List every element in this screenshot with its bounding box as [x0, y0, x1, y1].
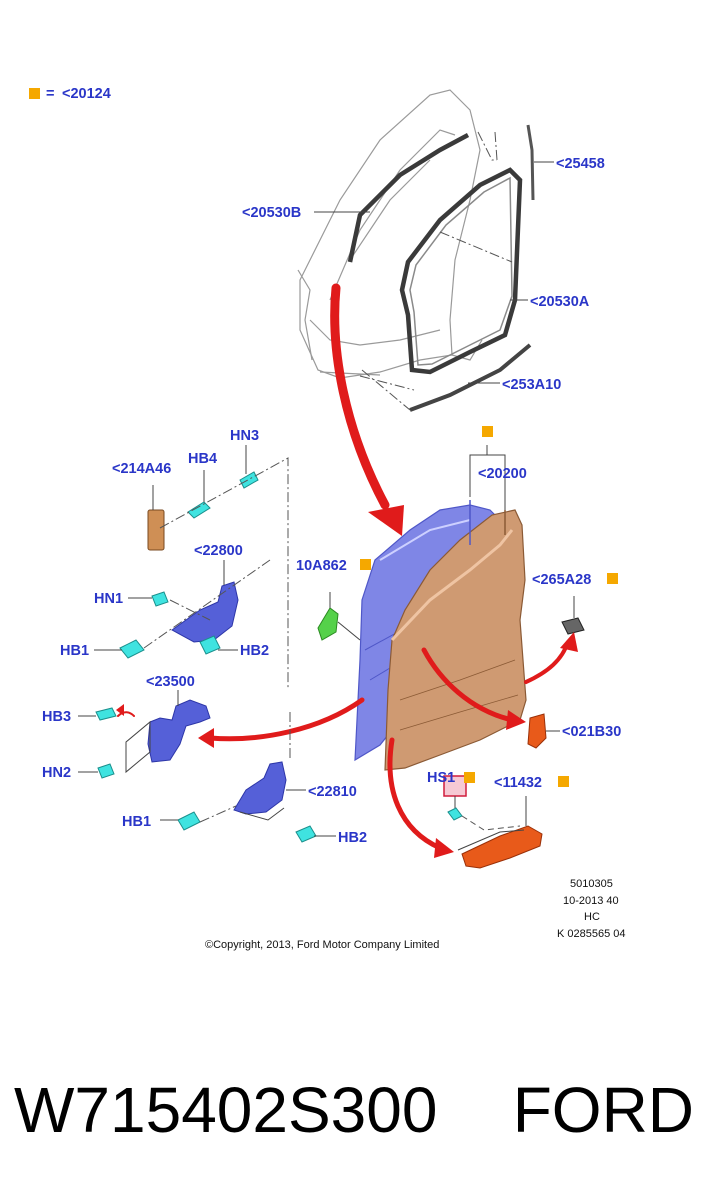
label-HB1-upper: HB1 [60, 643, 89, 659]
label-021B30: <021B30 [562, 724, 621, 740]
legend-swatch [29, 88, 40, 99]
hinge-22810 [233, 761, 287, 815]
label-HN1: HN1 [94, 591, 123, 607]
label-HS1: HS1 [427, 770, 455, 786]
screw-HS1 [447, 807, 463, 821]
label-214A46: <214A46 [112, 461, 171, 477]
part-number: W715402S300 [14, 1074, 438, 1146]
marker-HS1 [464, 772, 475, 783]
label-HB4: HB4 [188, 451, 217, 467]
label-23500: <23500 [146, 674, 195, 690]
label-HB3: HB3 [42, 709, 71, 725]
label-HB2-lower: HB2 [338, 830, 367, 846]
label-265A28: <265A28 [532, 572, 591, 588]
bolt-HB1-lower [177, 811, 201, 831]
label-25458: <25458 [556, 156, 605, 172]
door-assembly-20200 [354, 500, 527, 771]
meta-line-1: 5010305 [570, 878, 613, 890]
bolt-HB4 [187, 501, 211, 519]
label-22800: <22800 [194, 543, 243, 559]
marker-20200 [482, 426, 493, 437]
door-opening-weatherstrip-inner [409, 176, 513, 366]
hinge-22800 [171, 581, 239, 643]
copyright-text: ©Copyright, 2013, Ford Motor Company Lim… [205, 939, 439, 951]
meta-line-3: HC [584, 911, 600, 923]
bracket-10A862 [317, 607, 339, 641]
arrow-23500 [207, 697, 365, 742]
label-20530B: <20530B [242, 205, 301, 221]
label-HB2-upper: HB2 [240, 643, 269, 659]
bolt-HB1-upper [119, 639, 145, 659]
marker-10A862 [360, 559, 371, 570]
label-11432: <11432 [494, 775, 542, 791]
body-side-frame [297, 89, 483, 379]
part-021B30 [527, 713, 547, 749]
scuff-plate-11432 [461, 825, 543, 869]
marker-265A28 [607, 573, 618, 584]
meta-line-4: K 0285565 04 [557, 928, 626, 940]
meta-line-2: 10-2013 40 [563, 895, 619, 907]
assembly-arrow-main [330, 283, 390, 510]
label-22810: <22810 [308, 784, 357, 800]
door-check-23500 [147, 699, 211, 763]
nut-HN1 [151, 591, 169, 607]
nut-HN3 [239, 471, 259, 489]
arrow-021B30 [421, 647, 515, 723]
label-HN2: HN2 [42, 765, 71, 781]
label-253A10: <253A10 [502, 377, 561, 393]
marker-11432 [558, 776, 569, 787]
bolt-HB2-lower [295, 825, 317, 843]
bolt-HB3 [95, 707, 117, 721]
belt-strip-25458 [526, 124, 535, 201]
door-opening-weatherstrip [399, 167, 523, 375]
label-20200: <20200 [478, 466, 527, 482]
label-10A862: 10A862 [296, 558, 347, 574]
assembly-arrow-main-head [368, 505, 404, 536]
label-HN3: HN3 [230, 428, 259, 444]
legend-equals: = [46, 86, 54, 102]
label-HB1-lower: HB1 [122, 814, 151, 830]
legend-ref: <20124 [62, 86, 111, 102]
label-20530A: <20530A [530, 294, 590, 310]
brand-name: FORD [512, 1074, 694, 1146]
part-265A28 [561, 617, 585, 635]
nut-HN2 [97, 763, 115, 779]
arrow-11432 [387, 737, 443, 851]
arrow-HB3 [117, 711, 135, 717]
window-channel-seal [347, 133, 470, 263]
footer: W715402S300 FORD [0, 1060, 708, 1160]
part-214A46 [147, 509, 165, 551]
bolt-HB2-upper [199, 635, 221, 655]
